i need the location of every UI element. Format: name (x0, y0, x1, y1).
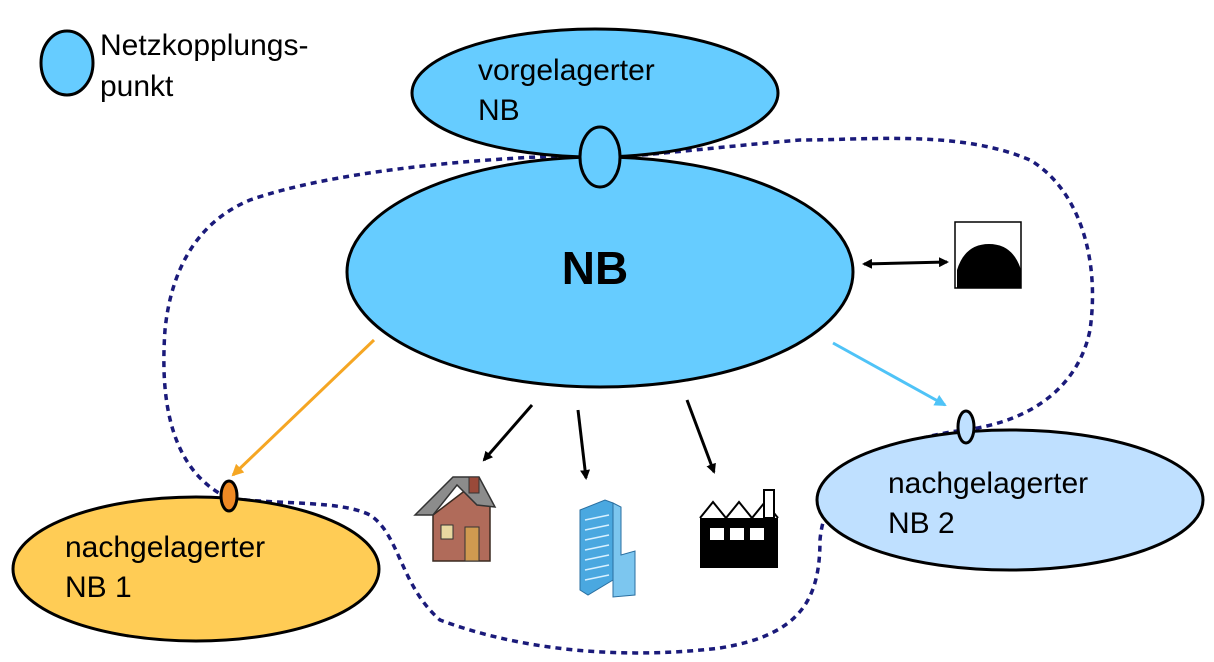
downstream-nb1-label-line1: nachgelagerter (65, 531, 265, 564)
coupling-point-nb1 (219, 479, 239, 513)
downstream-nb2-node (815, 428, 1205, 572)
house-icon (413, 476, 497, 562)
arrow-to-nb2 (832, 341, 947, 407)
upstream-nb-label-line2: NB (478, 94, 520, 127)
storage-dome-icon (954, 221, 1022, 289)
coupling-point-upstream (578, 125, 622, 189)
legend-label-line1: Netzkopplungs- (100, 29, 308, 62)
downstream-nb2-label-line1: nachgelagerter (888, 467, 1088, 500)
office-building-icon (579, 499, 636, 598)
upstream-nb-label-line1: vorgelagerter (478, 54, 655, 87)
legend-coupling-point-icon (39, 29, 95, 97)
arrow-to-house (482, 404, 534, 462)
arrow-to-nb1 (231, 338, 376, 477)
legend-label-line2: punkt (100, 70, 174, 103)
downstream-nb1-node (11, 495, 381, 643)
downstream-nb1-label-line2: NB 1 (65, 571, 132, 604)
arrow-to-factory (685, 399, 716, 474)
coupling-point-nb2 (956, 409, 976, 445)
factory-icon (699, 489, 779, 568)
main-nb-label: NB (562, 242, 628, 294)
arrow-to-office (576, 409, 591, 480)
downstream-nb2-label-line2: NB 2 (888, 507, 955, 540)
arrow-storage-bidirectional (862, 257, 949, 269)
